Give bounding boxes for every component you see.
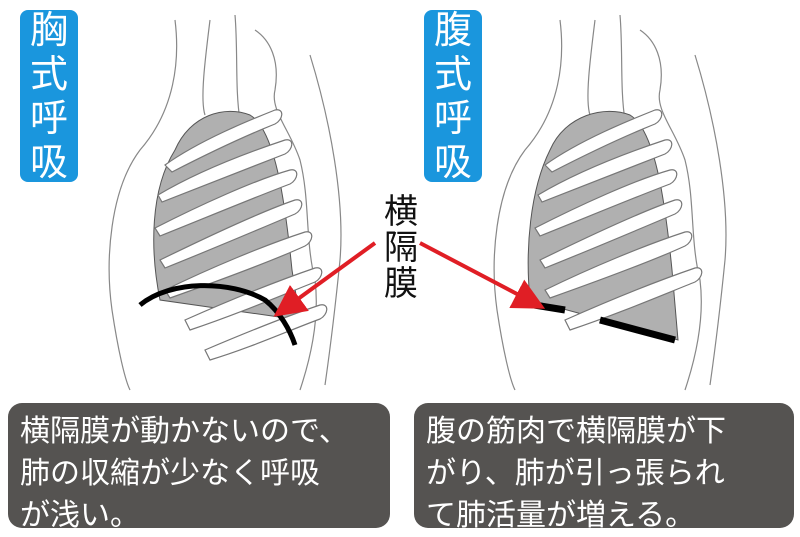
title-char: 吸 (433, 140, 472, 184)
right-arrow (419, 241, 546, 309)
caption-line: が浅い。 (20, 498, 140, 533)
right-ribcage-illustration (493, 14, 727, 391)
title-char: 式 (29, 52, 68, 96)
title-char: 式 (433, 52, 472, 96)
title-char: 腹 (433, 8, 472, 52)
left-ribcage-illustration (108, 14, 342, 391)
chest-breathing-caption: 横隔膜が動かないので、 肺の収縮が少なく呼吸 が浅い。 (8, 403, 390, 533)
caption-line: 横隔膜が動かないので、 (20, 414, 349, 449)
title-char: 胸 (29, 8, 68, 52)
diaphragm-arrows (273, 241, 546, 317)
caption-line: 肺の収縮が少なく呼吸 (20, 456, 320, 491)
label-char: 隔 (384, 228, 418, 268)
abdominal-breathing-caption: 腹の筋肉で横隔膜が下 がり、肺が引っ張られ て肺活量が増える。 (414, 403, 794, 533)
caption-line: 腹の筋肉で横隔膜が下 (426, 414, 726, 449)
title-char: 吸 (29, 140, 68, 184)
title-char: 呼 (29, 96, 68, 140)
title-char: 呼 (433, 96, 472, 140)
abdominal-breathing-label: 腹 式 呼 吸 (424, 8, 482, 184)
left-arrow (273, 241, 377, 317)
caption-line: て肺活量が増える。 (426, 498, 696, 533)
chest-breathing-label: 胸 式 呼 吸 (20, 8, 78, 184)
diaphragm-label: 横 隔 膜 (378, 194, 424, 302)
label-char: 膜 (384, 264, 418, 304)
caption-line: がり、肺が引っ張られ (426, 456, 725, 491)
label-char: 横 (384, 192, 418, 232)
